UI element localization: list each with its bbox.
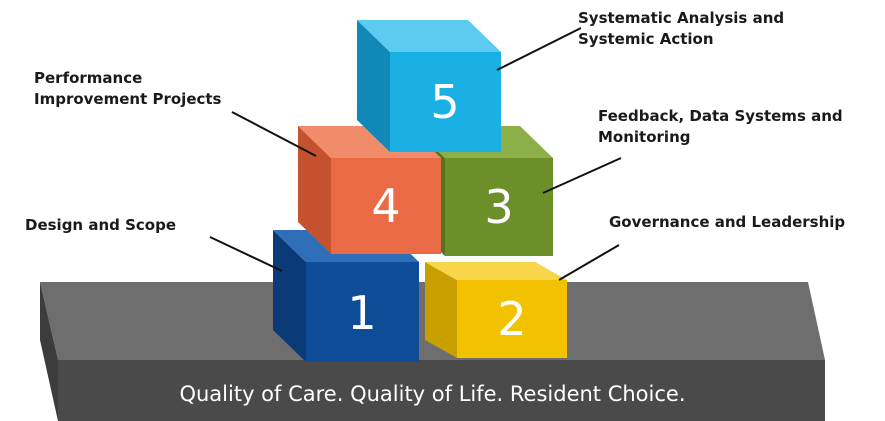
block-1-number: 1 [347, 286, 376, 340]
block-5-front [390, 52, 501, 152]
leader-lines [209, 27, 622, 281]
block-2-number: 2 [497, 292, 526, 346]
block-4-front [331, 158, 441, 254]
leader-line-governance [558, 244, 620, 281]
block-2-side [425, 262, 457, 358]
block-5-top [357, 20, 501, 52]
block-3-front [445, 158, 553, 256]
label-feedback-data-systems: Feedback, Data Systems and Monitoring [598, 106, 843, 148]
platform-tagline: Quality of Care. Quality of Life. Reside… [179, 382, 686, 406]
label-line: Systemic Action [578, 30, 714, 48]
label-design-and-scope: Design and Scope [25, 215, 176, 236]
label-governance-and-leadership: Governance and Leadership [609, 212, 845, 233]
platform-front [58, 360, 825, 421]
leader-line-feedback-data [542, 157, 622, 194]
block-2: 2 [425, 262, 567, 358]
platform-side [40, 282, 58, 421]
label-systematic-analysis: Systematic Analysis and Systemic Action [578, 8, 784, 50]
block-5: 5 [357, 20, 501, 152]
leader-line-systematic-analysis [496, 27, 582, 71]
block-1-side [273, 230, 306, 362]
block-1-front [306, 262, 419, 362]
leader-line-design-and-scope [209, 236, 283, 272]
block-5-number: 5 [430, 75, 459, 129]
block-2-front [457, 280, 567, 358]
block-3-number: 3 [484, 180, 513, 234]
block-5-side [357, 20, 390, 152]
block-2-top [425, 262, 567, 280]
block-4-number: 4 [371, 179, 400, 233]
label-performance-improvement: Performance Improvement Projects [34, 68, 221, 110]
label-line: Performance [34, 69, 143, 87]
leader-line-performance-improvement [231, 111, 317, 157]
label-line: Governance and Leadership [609, 213, 846, 231]
label-line: Systematic Analysis and [578, 9, 785, 27]
label-line: Improvement Projects [34, 90, 222, 108]
block-4-side [298, 126, 331, 254]
label-line: Monitoring [598, 128, 691, 146]
label-line: Design and Scope [25, 216, 177, 234]
label-line: Feedback, Data Systems and [598, 107, 843, 125]
